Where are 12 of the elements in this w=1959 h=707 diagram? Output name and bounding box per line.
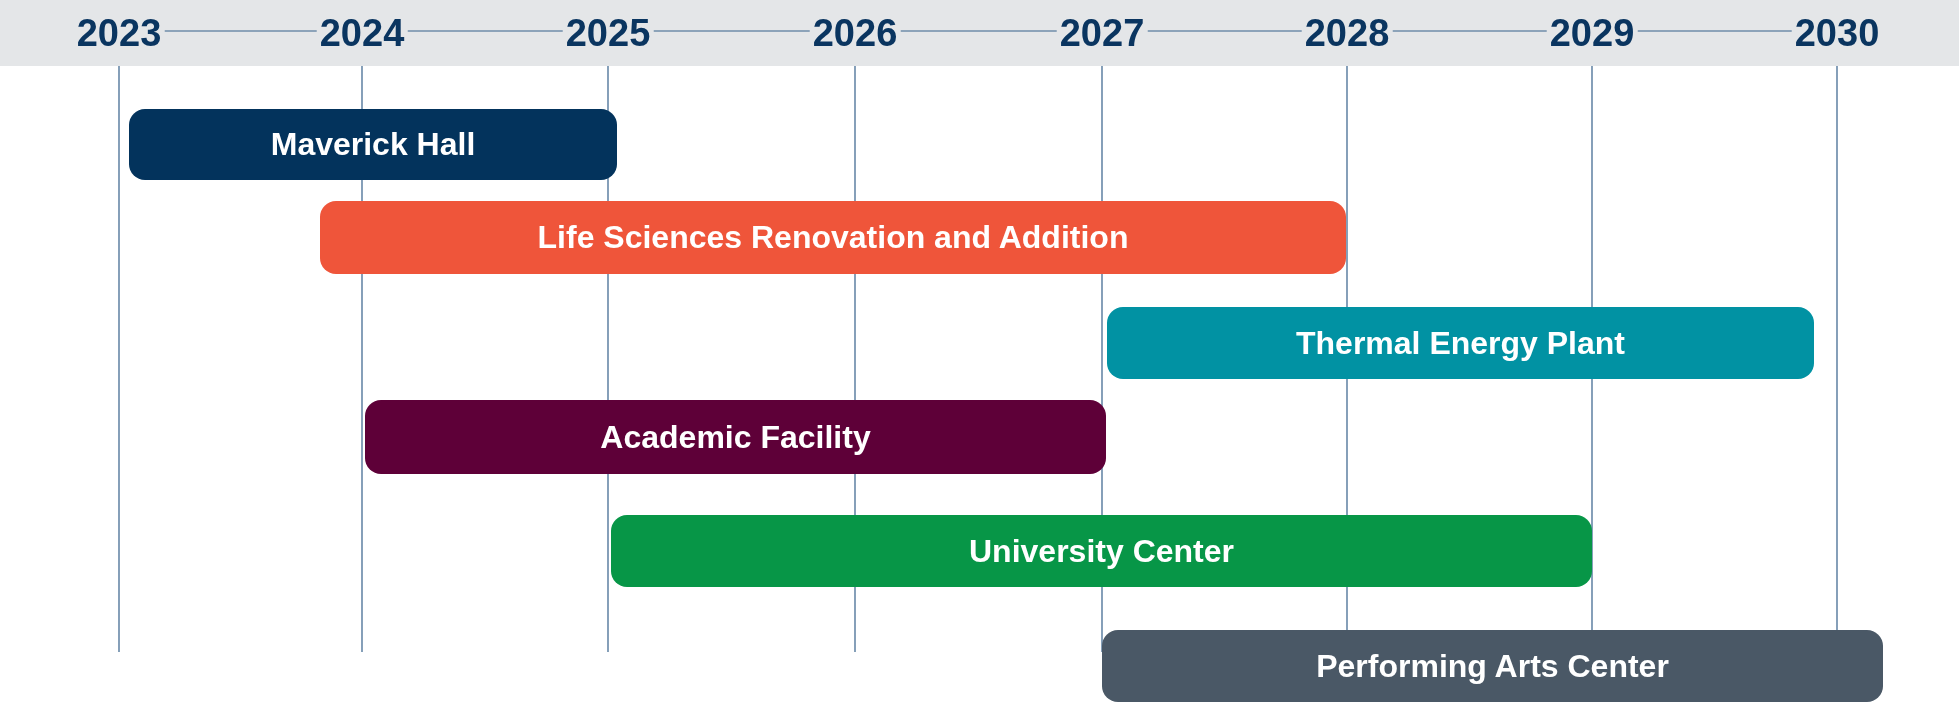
project-bar bbox=[320, 201, 1346, 274]
project-bar bbox=[365, 400, 1106, 474]
project-name: University Center bbox=[969, 532, 1234, 570]
project-bar bbox=[611, 515, 1592, 587]
project-bar bbox=[1102, 630, 1883, 702]
project-bar bbox=[1107, 307, 1814, 379]
project-bar bbox=[129, 109, 617, 180]
project-name: Thermal Energy Plant bbox=[1296, 324, 1625, 362]
project-name: Performing Arts Center bbox=[1316, 647, 1669, 685]
project-name: Maverick Hall bbox=[270, 126, 476, 163]
project-name: Academic Facility bbox=[600, 418, 871, 456]
project-name: Life Sciences Renovation and Addition bbox=[537, 219, 1129, 256]
